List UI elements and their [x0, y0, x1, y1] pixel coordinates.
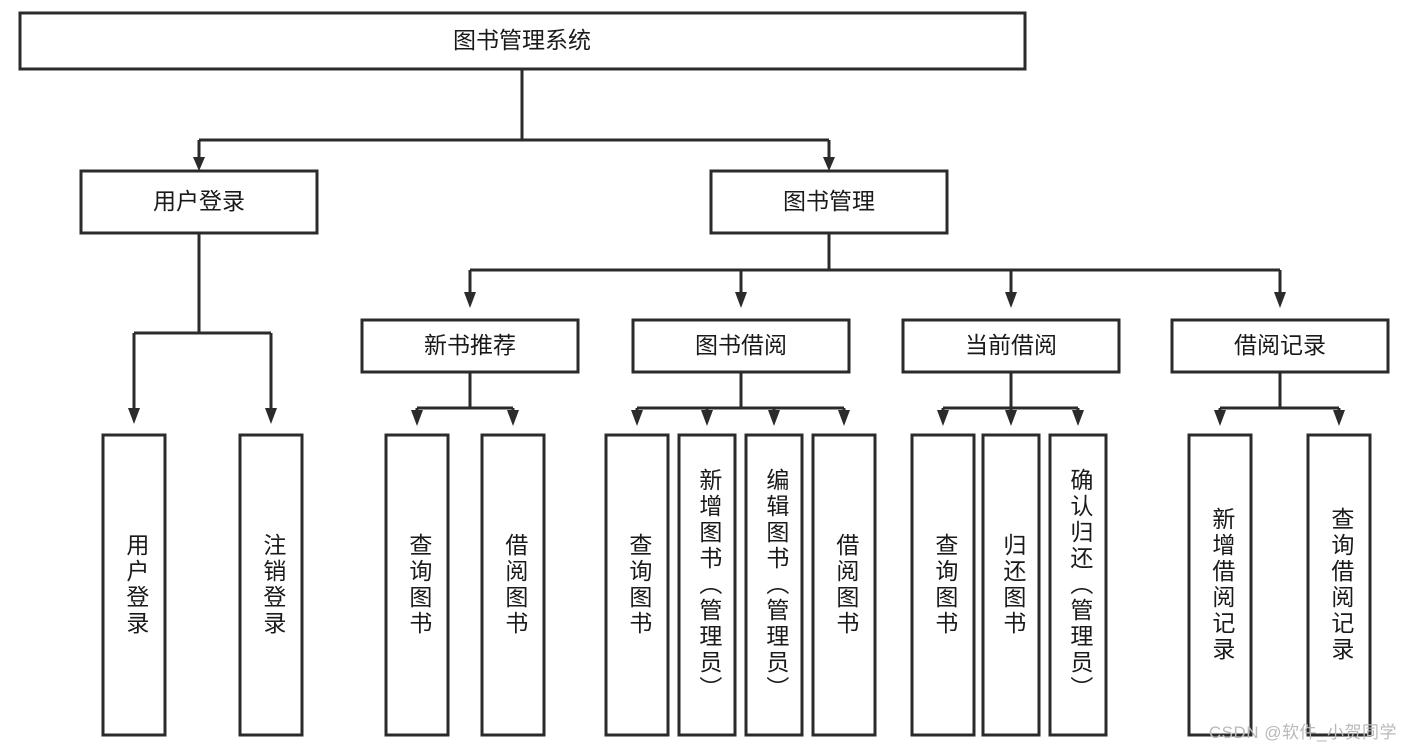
- arrowhead-leaf-confirm-return: [1072, 410, 1084, 426]
- arrowhead-leaf-add-record: [1214, 410, 1226, 426]
- node-leaf-borrow-book-1-box[interactable]: [480, 433, 546, 737]
- node-leaf-query-book-2-label: 查询图书: [626, 533, 653, 637]
- arrowhead-leaf-logout: [265, 408, 277, 424]
- node-leaf-query-book-1[interactable]: 查询图书: [384, 433, 450, 737]
- arrowhead-leaf-return-book: [1005, 410, 1017, 426]
- node-leaf-borrow-book-2[interactable]: 借阅图书: [811, 433, 877, 737]
- node-book-manage-label: 图书管理: [783, 188, 875, 214]
- node-borrow-record[interactable]: 借阅记录: [1170, 318, 1390, 374]
- arrowhead-borrow-record: [1274, 292, 1286, 308]
- arrowhead-new-book-rec: [464, 292, 476, 308]
- node-leaf-return-book-label: 归还图书: [1000, 533, 1027, 637]
- node-borrow-record-label: 借阅记录: [1234, 332, 1326, 358]
- arrowhead-user-login: [193, 157, 205, 171]
- node-leaf-logout-box[interactable]: [238, 433, 304, 737]
- node-leaf-logout-label: 注销登录: [260, 533, 287, 637]
- node-leaf-user-login-label: 用户登录: [123, 533, 150, 637]
- node-root[interactable]: 图书管理系统: [18, 11, 1027, 71]
- node-book-borrow[interactable]: 图书借阅: [631, 318, 851, 374]
- node-leaf-return-book[interactable]: 归还图书: [981, 433, 1041, 737]
- node-current-borrow-box[interactable]: [901, 318, 1121, 374]
- node-leaf-borrow-book-1[interactable]: 借阅图书: [480, 433, 546, 737]
- node-leaf-query-book-2-box[interactable]: [604, 433, 670, 737]
- node-leaf-edit-book-label: 编辑图书（管理员）: [763, 468, 790, 702]
- node-leaf-user-login[interactable]: 用户登录: [101, 433, 167, 737]
- node-new-book-rec-box[interactable]: [360, 318, 580, 374]
- node-book-manage-box[interactable]: [709, 169, 949, 235]
- node-book-borrow-box[interactable]: [631, 318, 851, 374]
- arrowhead-leaf-query-book-2: [631, 410, 643, 426]
- arrowhead-leaf-query-book-3: [937, 410, 949, 426]
- node-leaf-query-book-3[interactable]: 查询图书: [910, 433, 976, 737]
- arrowhead-book-borrow: [735, 292, 747, 308]
- csdn-watermark: CSDN @软件_小贺同学: [1208, 723, 1397, 742]
- node-leaf-edit-book-box[interactable]: [744, 433, 804, 737]
- node-user-login-box[interactable]: [79, 169, 319, 235]
- node-user-login[interactable]: 用户登录: [79, 169, 319, 235]
- node-leaf-query-book-3-box[interactable]: [910, 433, 976, 737]
- node-leaf-add-record[interactable]: 新增借阅记录: [1187, 433, 1253, 737]
- node-leaf-add-book[interactable]: 新增图书（管理员）: [677, 433, 737, 737]
- node-leaf-confirm-return-box[interactable]: [1048, 433, 1108, 737]
- arrowhead-leaf-add-book: [701, 410, 713, 426]
- node-leaf-user-login-box[interactable]: [101, 433, 167, 737]
- node-leaf-return-book-box[interactable]: [981, 433, 1041, 737]
- arrowhead-leaf-borrow-book-2: [838, 410, 850, 426]
- node-current-borrow-label: 当前借阅: [965, 332, 1057, 358]
- node-leaf-borrow-book-2-box[interactable]: [811, 433, 877, 737]
- node-root-label: 图书管理系统: [453, 27, 591, 53]
- node-leaf-query-record[interactable]: 查询借阅记录: [1306, 433, 1372, 737]
- node-current-borrow[interactable]: 当前借阅: [901, 318, 1121, 374]
- node-leaf-query-book-2[interactable]: 查询图书: [604, 433, 670, 737]
- node-leaf-add-book-box[interactable]: [677, 433, 737, 737]
- node-leaf-confirm-return-label: 确认归还（管理员）: [1067, 468, 1094, 702]
- node-leaf-confirm-return[interactable]: 确认归还（管理员）: [1048, 433, 1108, 737]
- node-leaf-add-record-label: 新增借阅记录: [1209, 507, 1236, 663]
- connector-layer: [128, 69, 1345, 426]
- node-leaf-query-book-1-label: 查询图书: [406, 533, 433, 637]
- node-leaf-logout[interactable]: 注销登录: [238, 433, 304, 737]
- node-new-book-rec-label: 新书推荐: [424, 332, 516, 358]
- arrowhead-book-manage: [823, 157, 835, 171]
- node-leaf-borrow-book-2-label: 借阅图书: [833, 533, 860, 637]
- node-leaf-add-book-label: 新增图书（管理员）: [696, 468, 723, 702]
- node-new-book-rec[interactable]: 新书推荐: [360, 318, 580, 374]
- node-leaf-add-record-box[interactable]: [1187, 433, 1253, 737]
- node-leaf-query-book-1-box[interactable]: [384, 433, 450, 737]
- arrowhead-leaf-query-record: [1333, 410, 1345, 426]
- node-leaf-query-book-3-label: 查询图书: [932, 533, 959, 637]
- arrowhead-leaf-user-login: [128, 408, 140, 424]
- node-book-manage[interactable]: 图书管理: [709, 169, 949, 235]
- arrowhead-leaf-query-book-1: [411, 410, 423, 426]
- arrowhead-leaf-edit-book: [768, 410, 780, 426]
- node-book-borrow-label: 图书借阅: [695, 332, 787, 358]
- node-user-login-label: 用户登录: [153, 188, 245, 214]
- node-leaf-edit-book[interactable]: 编辑图书（管理员）: [744, 433, 804, 737]
- arrowhead-current-borrow: [1005, 292, 1017, 308]
- node-root-box[interactable]: [18, 11, 1027, 71]
- node-leaf-borrow-book-1-label: 借阅图书: [502, 533, 529, 637]
- node-leaf-query-record-box[interactable]: [1306, 433, 1372, 737]
- arrowhead-leaf-borrow-book-1: [507, 410, 519, 426]
- node-leaf-query-record-label: 查询借阅记录: [1328, 507, 1355, 663]
- node-borrow-record-box[interactable]: [1170, 318, 1390, 374]
